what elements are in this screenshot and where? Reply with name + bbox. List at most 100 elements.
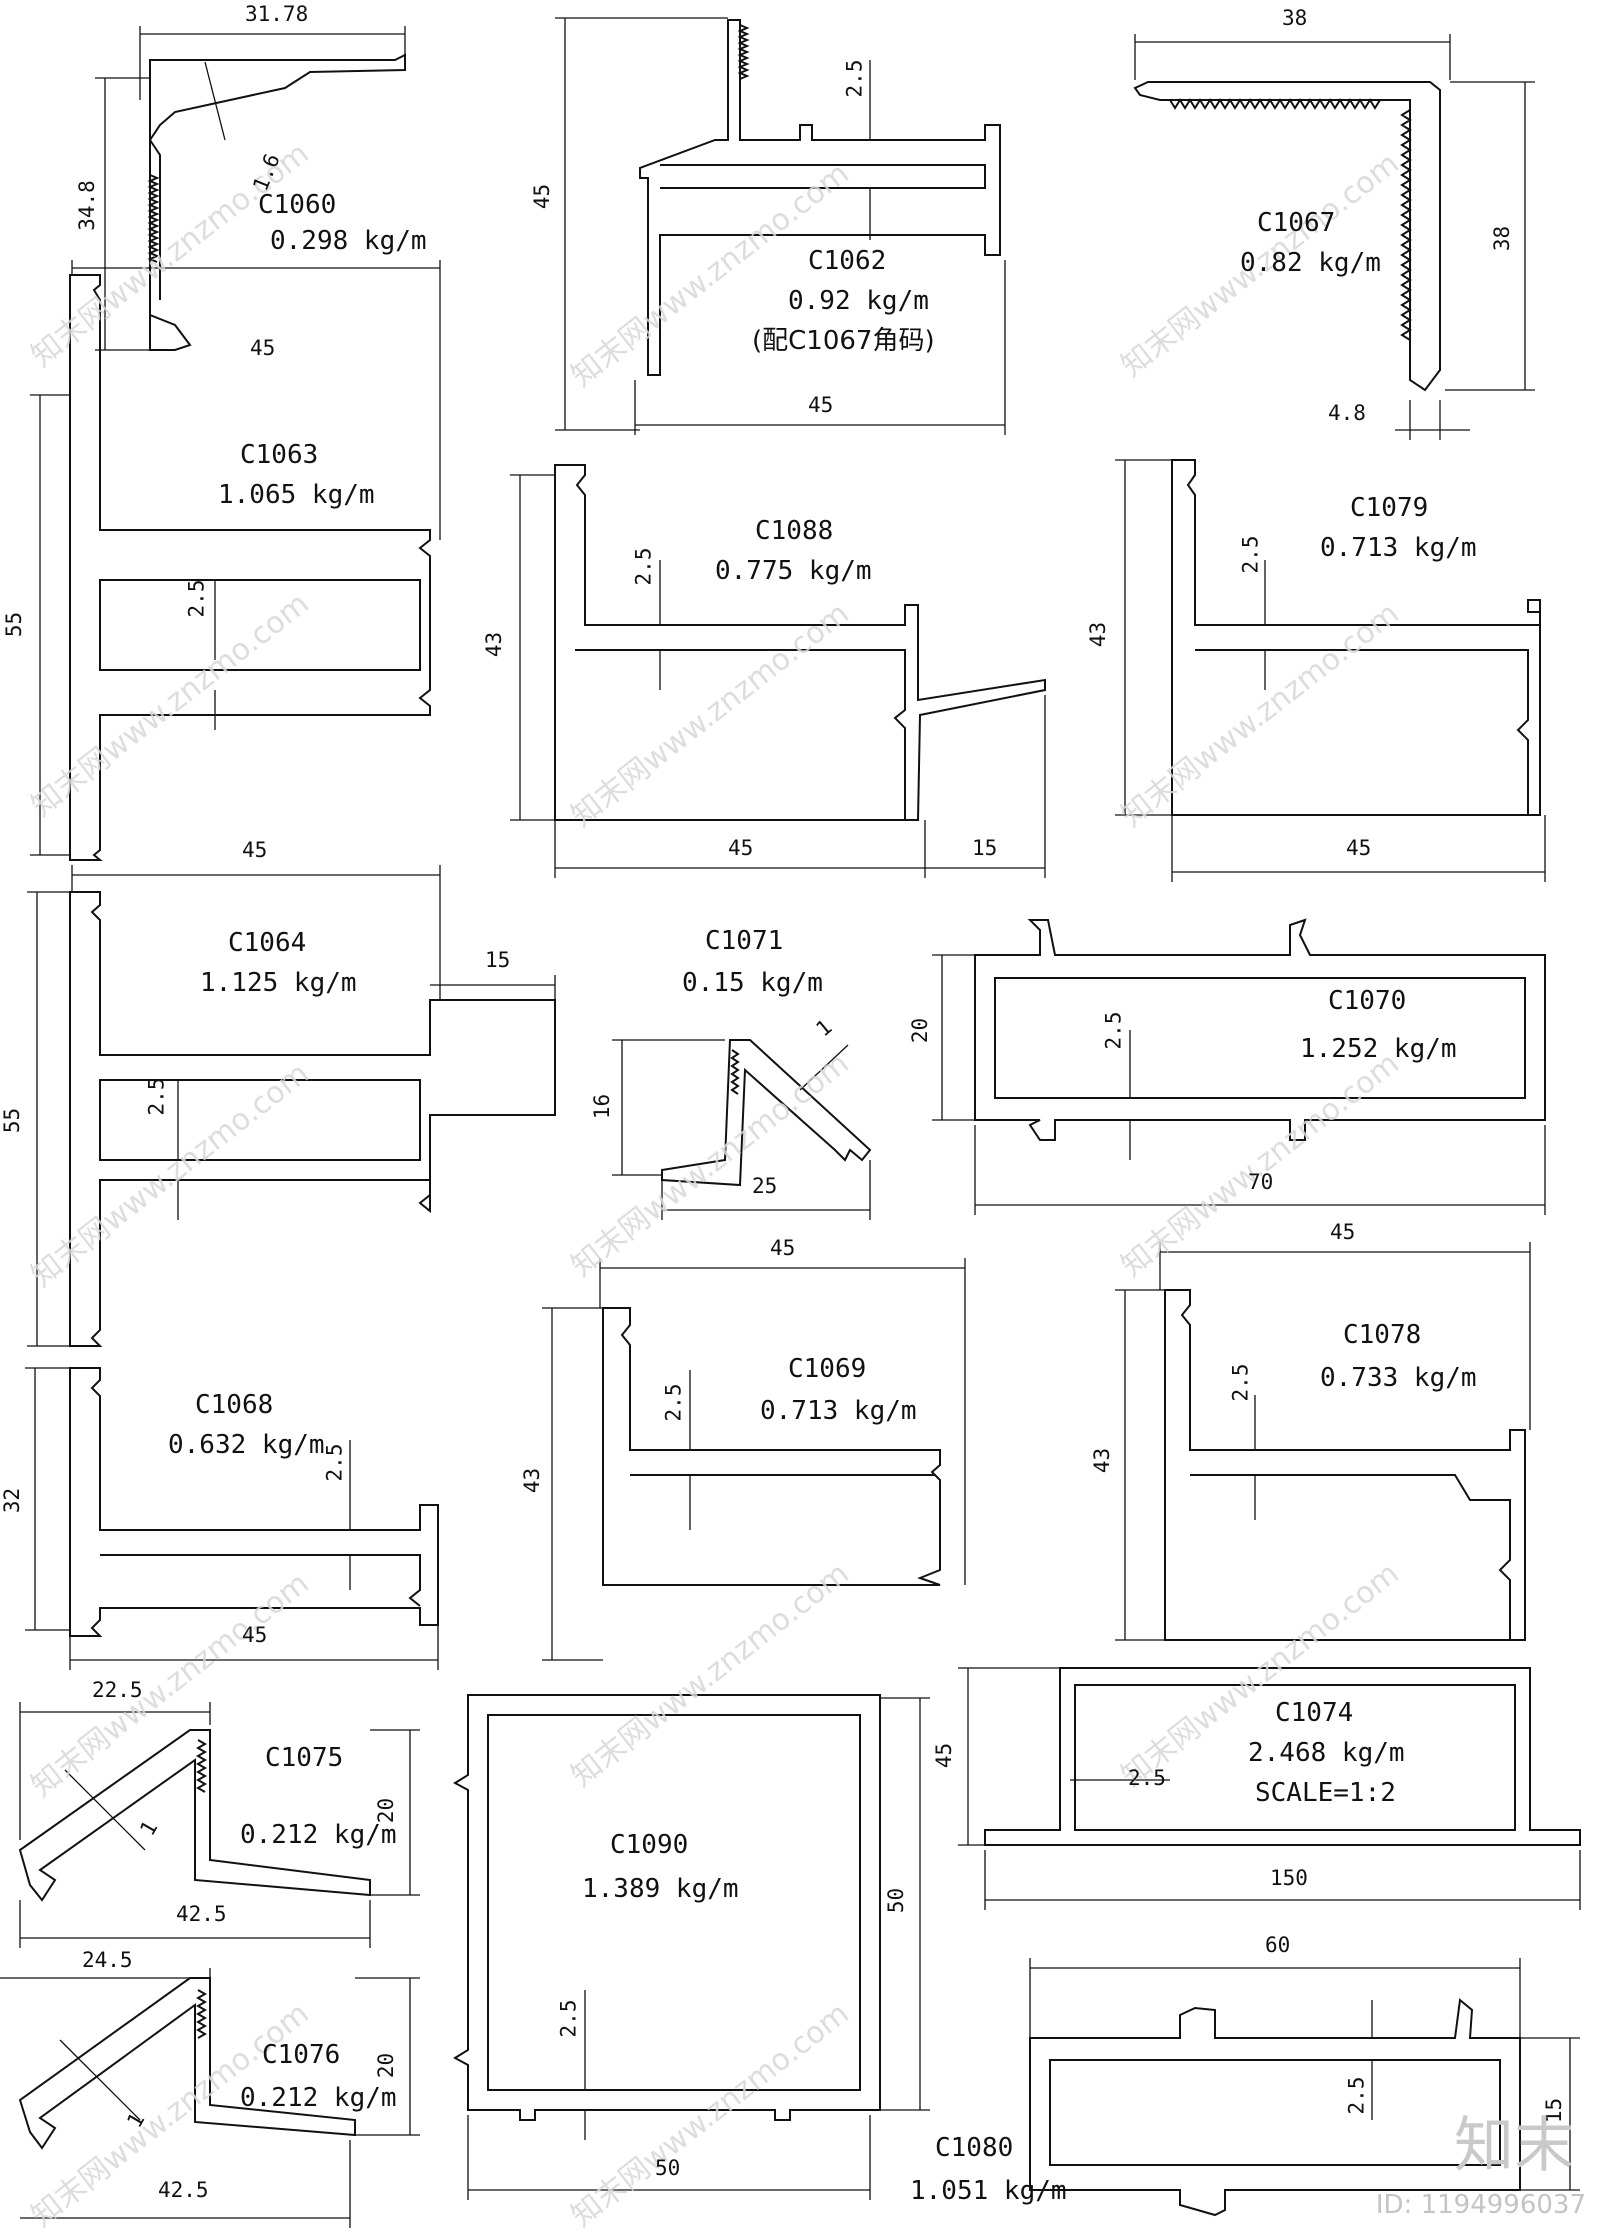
profile-code: C1067 <box>1257 208 1336 238</box>
profile-c1075-shape <box>18 1729 371 1902</box>
c1064-dimensions <box>27 865 556 1347</box>
profile-code: C1079 <box>1350 493 1429 523</box>
profile-weight: 0.632 kg/m <box>168 1430 325 1460</box>
profile-c1071-shape <box>661 1039 872 1187</box>
profile-weight: 0.212 kg/m <box>240 1820 397 1850</box>
c1079-dimensions <box>1115 459 1546 882</box>
dimension-label: 2.5 <box>631 547 656 586</box>
c1060-dimensions <box>95 26 406 351</box>
dimension-label: 2.5 <box>1101 1011 1126 1050</box>
dimension-label: 50 <box>655 2156 681 2180</box>
c1067-dimensions <box>1134 34 1535 440</box>
profile-weight: 0.713 kg/m <box>1320 533 1477 563</box>
c1074-dimensions <box>958 1667 1581 1910</box>
profile-c1088-shape <box>554 464 1046 821</box>
profile-weight: 2.468 kg/m <box>1248 1738 1405 1768</box>
c1062-dimensions <box>555 17 1006 435</box>
profile-code: C1060 <box>258 190 337 220</box>
profile-code: C1088 <box>755 516 834 546</box>
profile-note: (配C1067角码) <box>752 326 935 356</box>
dimension-label: 2.5 <box>322 1443 347 1482</box>
dimension-label: 60 <box>1265 1933 1291 1957</box>
profile-weight: 0.82 kg/m <box>1240 248 1381 278</box>
dimension-label: 42.5 <box>158 2178 209 2202</box>
dimension-label: 2.5 <box>1128 1766 1166 1790</box>
profile-c1069-shape <box>602 1307 941 1586</box>
dimension-label: 2.5 <box>1228 1363 1253 1402</box>
profile-c1060-shape <box>147 53 406 351</box>
dimension-label: 20 <box>374 1797 399 1824</box>
profile-code: C1070 <box>1328 986 1407 1016</box>
profile-code: C1069 <box>788 1354 867 1384</box>
profile-code: C1078 <box>1343 1320 1422 1350</box>
dimension-label: 43 <box>520 1467 545 1494</box>
dimension-label: 45 <box>728 836 754 860</box>
dimension-label: 38 <box>1282 6 1308 30</box>
profile-code: C1076 <box>262 2040 341 2070</box>
profile-c1062-shape <box>639 19 1001 376</box>
scale-note: SCALE=1:2 <box>1255 1778 1396 1808</box>
profile-weight: 1.389 kg/m <box>582 1874 739 1904</box>
dimension-label: 70 <box>1248 1170 1274 1194</box>
dimension-label: 2.5 <box>661 1383 686 1422</box>
dimension-label: 2.5 <box>1238 535 1263 574</box>
dimension-label: 2.5 <box>1344 2076 1369 2115</box>
profile-code: C1071 <box>705 926 784 956</box>
dimension-label: 2.5 <box>556 1999 581 2038</box>
dimension-label: 2.5 <box>184 579 209 618</box>
dimension-label: 4.8 <box>1328 401 1366 425</box>
dimension-label: 45 <box>808 393 834 417</box>
dimension-label: 55 <box>0 1107 25 1134</box>
profile-code: C1062 <box>808 246 887 276</box>
c1078-dimensions <box>1115 1242 1531 1641</box>
profile-weight: 0.92 kg/m <box>788 286 929 316</box>
profile-weight: 0.298 kg/m <box>270 226 427 256</box>
profile-weight: 1.125 kg/m <box>200 968 357 998</box>
profile-code: C1074 <box>1275 1698 1354 1728</box>
dimension-label: 45 <box>932 1742 957 1769</box>
dimension-label: 15 <box>972 836 998 860</box>
c1070-dimensions <box>932 954 1546 1215</box>
c1063-dimensions <box>30 260 441 856</box>
dimension-label: 150 <box>1270 1866 1308 1890</box>
profile-weight: 0.212 kg/m <box>240 2083 397 2113</box>
profile-c1074-shape <box>984 1667 1581 1846</box>
profile-c1078-shape <box>1164 1289 1526 1641</box>
c1069-dimensions <box>542 1258 966 1661</box>
c1090-dimensions <box>467 1697 930 2200</box>
dimension-label: 20 <box>374 2052 399 2079</box>
dimension-label: 45 <box>242 1623 268 1647</box>
dimension-label: 45 <box>530 183 555 210</box>
brand-logo-text: 知末 <box>1454 2111 1574 2181</box>
profile-code: C1075 <box>265 1743 344 1773</box>
profile-weight: 1.051 kg/m <box>910 2176 1067 2206</box>
profile-c1080-shape <box>1029 1998 1521 2217</box>
c1068-dimensions <box>25 1367 439 1670</box>
dimension-label: 50 <box>884 1887 909 1914</box>
profile-weight: 1.065 kg/m <box>218 480 375 510</box>
dimension-label: 45 <box>1330 1220 1356 1244</box>
dimension-label: 25 <box>752 1174 778 1198</box>
profile-weight: 0.15 kg/m <box>682 968 823 998</box>
dimension-label: 38 <box>1490 225 1515 252</box>
image-id-label: ID: 1194996037 <box>1375 2190 1586 2220</box>
profile-c1070-shape <box>974 918 1546 1141</box>
profile-c1079-shape <box>1171 459 1541 816</box>
dimension-label: 24.5 <box>82 1948 133 1972</box>
dimension-label: 42.5 <box>176 1902 227 1926</box>
dimension-label: 45 <box>242 838 268 862</box>
profile-weight: 1.252 kg/m <box>1300 1034 1457 1064</box>
dimension-label: 55 <box>2 611 27 638</box>
dimension-label: 16 <box>590 1093 615 1120</box>
c1071-dimensions <box>612 1039 871 1220</box>
c1088-dimensions <box>510 474 1046 878</box>
profile-c1067-shape <box>1133 81 1441 392</box>
dimension-label: 15 <box>485 948 511 972</box>
dimension-label: 2.5 <box>842 59 867 98</box>
profile-c1090-shape <box>452 1694 881 2121</box>
dimension-label: 32 <box>0 1487 25 1514</box>
profile-weight: 0.733 kg/m <box>1320 1363 1477 1393</box>
dimension-label: 45 <box>250 336 276 360</box>
